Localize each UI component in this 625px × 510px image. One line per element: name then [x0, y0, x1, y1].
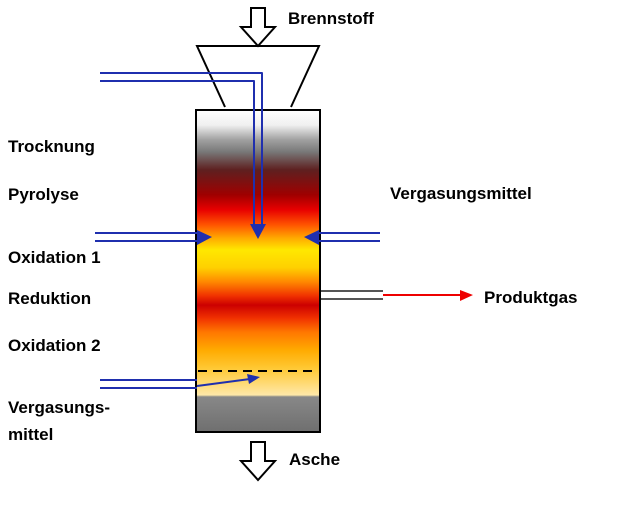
label-zone-trocknung: Trocknung	[8, 137, 95, 156]
label-brennstoff: Brennstoff	[288, 9, 374, 28]
label-vergasungsmittel-left-line1: Vergasungs-	[8, 398, 111, 417]
right-agent-arrow	[304, 230, 319, 245]
label-vergasungsmittel-right: Vergasungsmittel	[390, 184, 532, 203]
label-zone-pyrolyse: Pyrolyse	[8, 185, 79, 204]
bottom-agent-arrow	[247, 374, 260, 384]
label-produktgas: Produktgas	[484, 288, 578, 307]
bottom-agent-pipe	[100, 374, 260, 389]
right-agent-pipe	[304, 230, 380, 245]
reactor-column	[195, 109, 321, 433]
product-gas-pipe	[321, 290, 383, 300]
label-zone-oxidation-1: Oxidation 1	[8, 248, 101, 267]
label-asche: Asche	[289, 450, 341, 469]
brennstoff-arrow-icon	[238, 7, 278, 48]
product-gas-arrow	[383, 290, 473, 301]
label-zone-oxidation-2: Oxidation 2	[8, 336, 101, 355]
agent-lance-arrow	[250, 224, 266, 239]
agent-lance-pipe	[100, 72, 266, 239]
left-agent-arrow	[197, 230, 212, 245]
left-agent-pipe	[95, 230, 212, 245]
fuel-hopper	[195, 45, 321, 108]
asche-arrow-icon	[238, 441, 278, 482]
label-zone-reduktion: Reduktion	[8, 289, 92, 308]
label-vergasungsmittel-left-line2: mittel	[8, 425, 54, 444]
